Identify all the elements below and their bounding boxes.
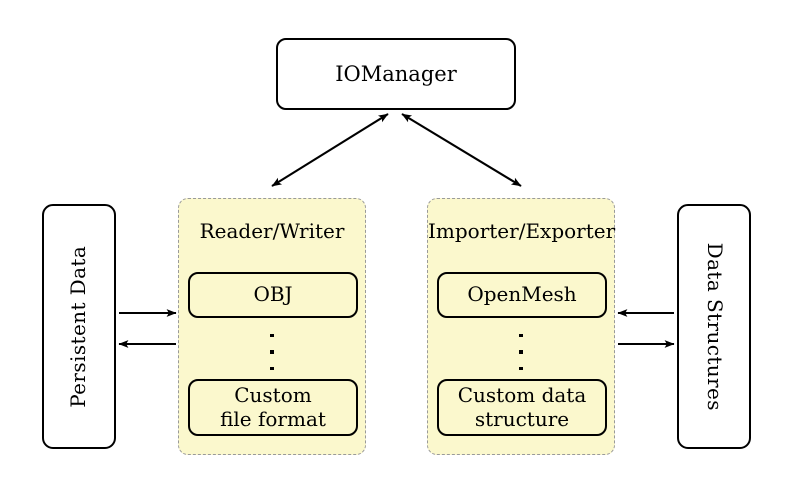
- item-openmesh[interactable]: OpenMesh: [437, 272, 607, 318]
- node-data-structures-label: Data Structures: [702, 242, 727, 411]
- group-importer-exporter-title: Importer/Exporter: [428, 219, 616, 243]
- ellipsis-dot: [519, 334, 523, 338]
- item-custom-file-format[interactable]: Custom file format: [188, 379, 358, 436]
- ellipsis-dot: [519, 350, 523, 354]
- item-obj-label: OBJ: [253, 282, 293, 307]
- item-custom-file-format-label: Custom file format: [220, 382, 326, 431]
- item-custom-data-structure[interactable]: Custom data structure: [437, 379, 607, 436]
- ellipsis-dot: [270, 366, 274, 370]
- connector-manager-readerwriter: [271, 113, 389, 187]
- group-importer-exporter: Importer/Exporter OpenMesh Custom data s…: [427, 198, 615, 455]
- item-label-line1: Custom: [234, 382, 312, 407]
- connector-manager-importerexporter: [401, 113, 522, 187]
- group-reader-writer-title: Reader/Writer: [199, 219, 345, 243]
- ellipsis-dot: [270, 350, 274, 354]
- item-label-line1: Custom data: [457, 382, 587, 407]
- node-data-structures[interactable]: Data Structures: [677, 204, 751, 449]
- item-obj[interactable]: OBJ: [188, 272, 358, 318]
- ellipsis-dot: [519, 366, 523, 370]
- ellipsis-dot: [270, 334, 274, 338]
- item-custom-data-structure-label: Custom data structure: [457, 382, 587, 431]
- ellipsis-reader-writer: [179, 332, 365, 372]
- node-persistent-data[interactable]: Persistent Data: [42, 204, 116, 449]
- node-iomanager[interactable]: IOManager: [276, 38, 516, 110]
- item-label-line2: file format: [220, 406, 326, 431]
- item-label-line2: structure: [474, 406, 570, 431]
- node-persistent-data-label: Persistent Data: [66, 245, 91, 408]
- node-iomanager-label: IOManager: [335, 61, 457, 86]
- group-reader-writer: Reader/Writer OBJ Custom file format: [178, 198, 366, 455]
- item-openmesh-label: OpenMesh: [467, 282, 577, 307]
- ellipsis-importer-exporter: [428, 332, 614, 372]
